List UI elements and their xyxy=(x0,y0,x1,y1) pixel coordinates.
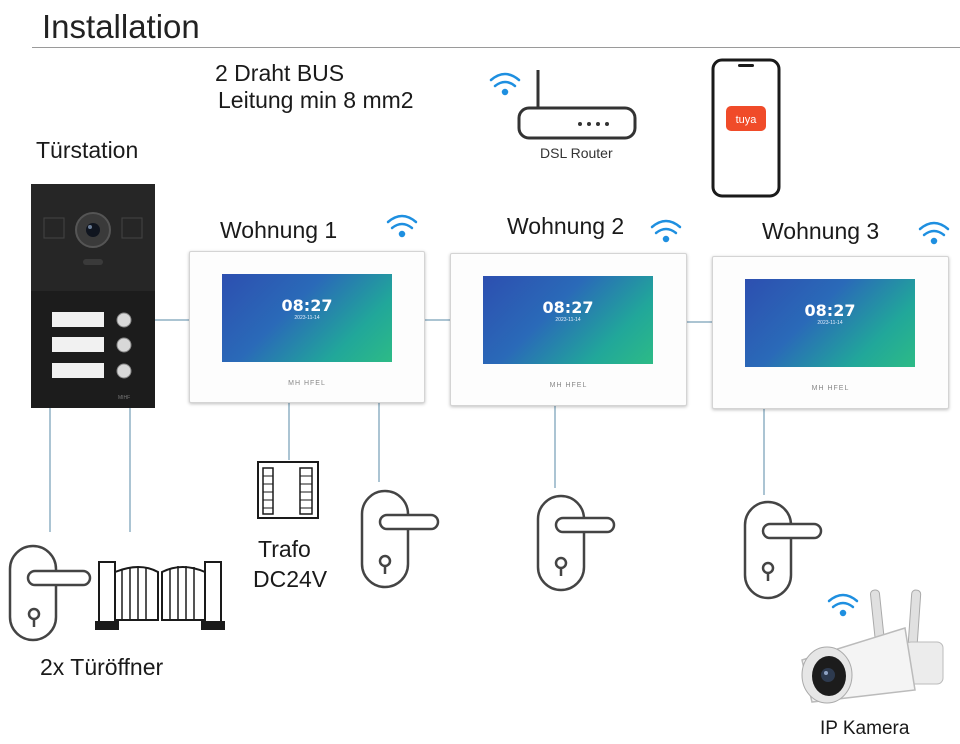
wifi-icon-apartment-1 xyxy=(386,214,418,238)
router xyxy=(517,70,637,140)
indoor-monitor-3-time: 08:27 xyxy=(804,301,856,320)
door-station-name-plate-3 xyxy=(52,363,104,378)
indoor-monitor-3-brand: MH HFEL xyxy=(811,385,850,392)
door-lock-apartment-2 xyxy=(536,494,616,592)
indoor-monitor-2-brand: MH HFEL xyxy=(549,382,588,389)
wifi-icon-apartment-3 xyxy=(918,221,950,245)
door-station: MIHF xyxy=(31,184,155,408)
smartphone: tuya xyxy=(711,58,781,198)
page-title: Installation xyxy=(42,8,200,45)
bus-label-line1: 2 Draht BUS xyxy=(215,60,345,86)
door-lock-apartment-3 xyxy=(743,500,823,600)
tuya-app-label: tuya xyxy=(736,114,758,126)
door-lock-apartment-1 xyxy=(360,489,440,589)
door-station-bell-button-3 xyxy=(116,363,132,379)
wifi-icon-apartment-2 xyxy=(650,219,682,243)
indoor-monitor-2-screen: 08:27 2023-11-14 xyxy=(483,276,653,364)
transformer xyxy=(257,461,319,519)
wifi-icon-router xyxy=(489,72,521,96)
tuya-app-icon xyxy=(726,106,766,131)
router-body xyxy=(517,106,637,140)
door-station-bell-button-2 xyxy=(116,337,132,353)
camera-label: IP Kamera xyxy=(820,718,910,739)
gate-opener xyxy=(95,561,225,630)
door-station-speaker-grill xyxy=(43,217,143,239)
wires xyxy=(49,319,765,532)
apartment-2-label: Wohnung 2 xyxy=(507,213,625,239)
indoor-monitor-1-screen: 08:27 2023-11-14 xyxy=(222,274,392,362)
transformer-label-line1: Trafo xyxy=(258,536,311,562)
indoor-monitor-3: 08:27 2023-11-14 MH HFEL xyxy=(712,256,949,409)
indoor-monitor-1: 08:27 2023-11-14 MH HFEL xyxy=(189,251,425,403)
door-lock-station xyxy=(8,544,92,642)
indoor-monitor-1-date: 2023-11-14 xyxy=(294,315,320,321)
apartment-1-label: Wohnung 1 xyxy=(220,217,338,243)
indoor-monitor-2-time: 08:27 xyxy=(542,298,594,317)
bus-label-line2: Leitung min 8 mm2 xyxy=(218,87,414,113)
indoor-monitor-3-screen: 08:27 2023-11-14 xyxy=(745,279,915,367)
transformer-label-line2: DC24V xyxy=(253,566,328,592)
transformer-body xyxy=(257,461,319,519)
indoor-monitor-2-date: 2023-11-14 xyxy=(555,317,581,323)
apartment-3-label: Wohnung 3 xyxy=(762,218,880,244)
ip-camera xyxy=(801,589,944,704)
indoor-monitor-1-brand: MH HFEL xyxy=(288,380,326,387)
title-divider xyxy=(32,47,960,48)
indoor-monitor-2: 08:27 2023-11-14 MH HFEL xyxy=(450,253,687,406)
door-station-name-plate-1 xyxy=(52,312,104,327)
router-label: DSL Router xyxy=(540,145,613,161)
wifi-icon-camera xyxy=(827,593,859,617)
door-station-bell-button-1 xyxy=(116,312,132,328)
indoor-monitor-1-time: 08:27 xyxy=(281,296,333,315)
indoor-monitor-3-date: 2023-11-14 xyxy=(817,320,843,326)
door-station-camera-iris xyxy=(86,223,100,237)
door-openers-label: 2x Türöffner xyxy=(40,654,164,680)
door-station-name-plate-2 xyxy=(52,337,104,352)
door-station-brand: MIHF xyxy=(118,395,130,401)
door-station-label: Türstation xyxy=(36,137,139,163)
